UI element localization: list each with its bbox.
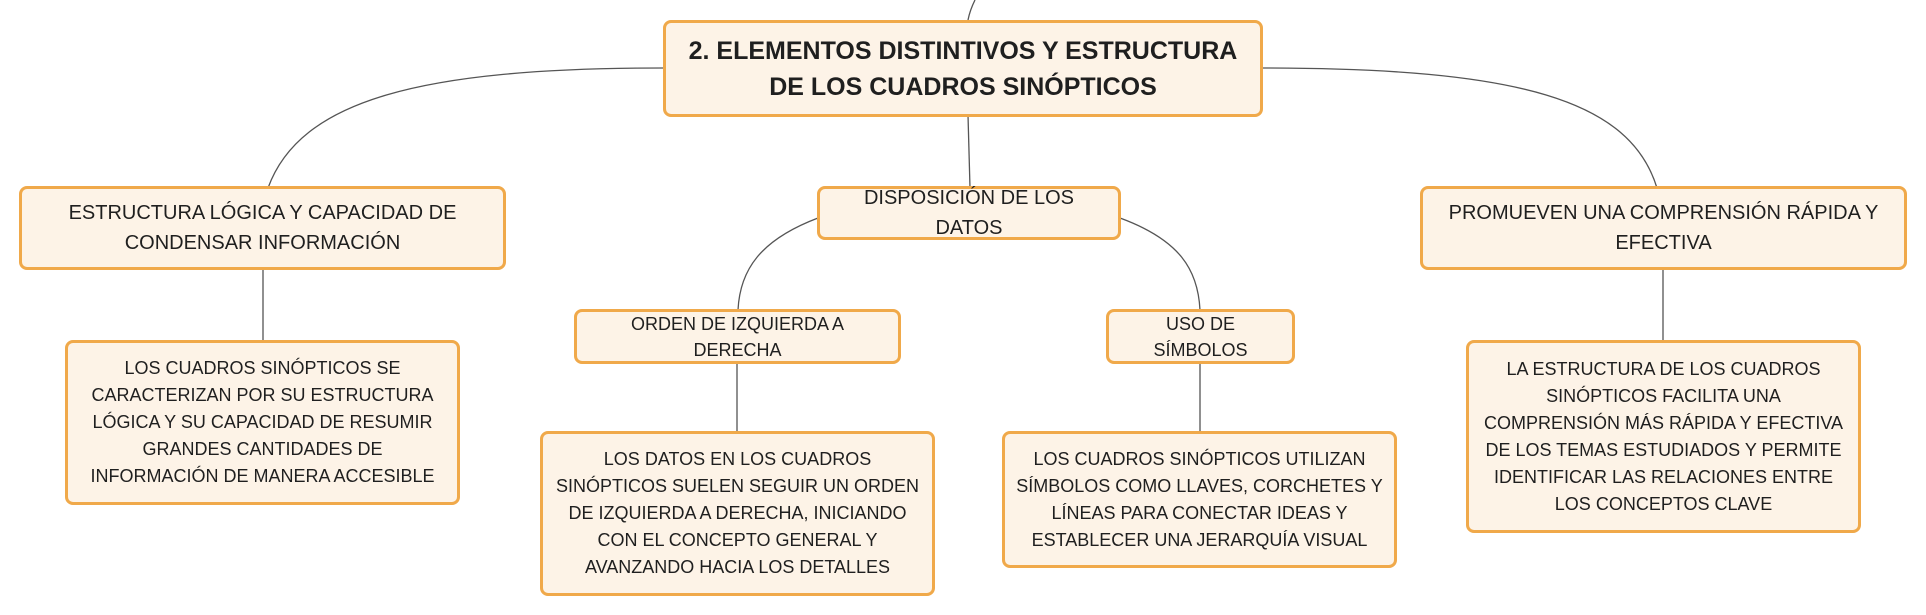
connector-root-left [267,67,664,189]
sub-symbols-label: USO DE SÍMBOLOS [1153,313,1248,360]
detail-node-right[interactable]: LA ESTRUCTURA DE LOS CUADROS SINÓPTICOS … [1466,340,1861,533]
connector-root-center [967,114,971,189]
detail-node-order[interactable]: LOS DATOS EN LOS CUADROS SINÓPTICOS SUEL… [540,431,935,596]
detail-order-text: LOS DATOS EN LOS CUADROS SINÓPTICOS SUEL… [555,449,920,577]
detail-node-symbols[interactable]: LOS CUADROS SINÓPTICOS UTILIZAN SÍMBOLOS… [1002,431,1397,568]
branch-center-label: DISPOSICIÓN DE LOS DATOS [863,187,1075,239]
detail-node-left[interactable]: LOS CUADROS SINÓPTICOS SE CARACTERIZAN P… [65,340,460,505]
detail-left-text: LOS CUADROS SINÓPTICOS SE CARACTERIZAN P… [90,358,435,486]
connector-center-sub-left [737,217,819,311]
branch-node-center[interactable]: DISPOSICIÓN DE LOS DATOS [817,186,1121,240]
branch-node-right[interactable]: PROMUEVEN UNA COMPRENSIÓN RÁPIDA Y EFECT… [1420,186,1907,270]
connector-parent-root [967,0,976,21]
connector-center-sub-right [1119,217,1201,311]
sub-node-order[interactable]: ORDEN DE IZQUIERDA A DERECHA [574,309,901,364]
root-title: 2. ELEMENTOS DISTINTIVOS Y ESTRUCTURA DE… [688,36,1238,101]
branch-node-left[interactable]: ESTRUCTURA LÓGICA Y CAPACIDAD DE CONDENS… [19,186,506,270]
branch-left-label: ESTRUCTURA LÓGICA Y CAPACIDAD DE CONDENS… [68,202,457,254]
sub-order-label: ORDEN DE IZQUIERDA A DERECHA [630,313,845,360]
connector-root-right [1261,67,1658,189]
detail-right-text: LA ESTRUCTURA DE LOS CUADROS SINÓPTICOS … [1483,358,1844,514]
root-node[interactable]: 2. ELEMENTOS DISTINTIVOS Y ESTRUCTURA DE… [663,20,1263,117]
detail-symbols-text: LOS CUADROS SINÓPTICOS UTILIZAN SÍMBOLOS… [1016,448,1383,550]
sub-node-symbols[interactable]: USO DE SÍMBOLOS [1106,309,1295,364]
branch-right-label: PROMUEVEN UNA COMPRENSIÓN RÁPIDA Y EFECT… [1448,202,1879,254]
